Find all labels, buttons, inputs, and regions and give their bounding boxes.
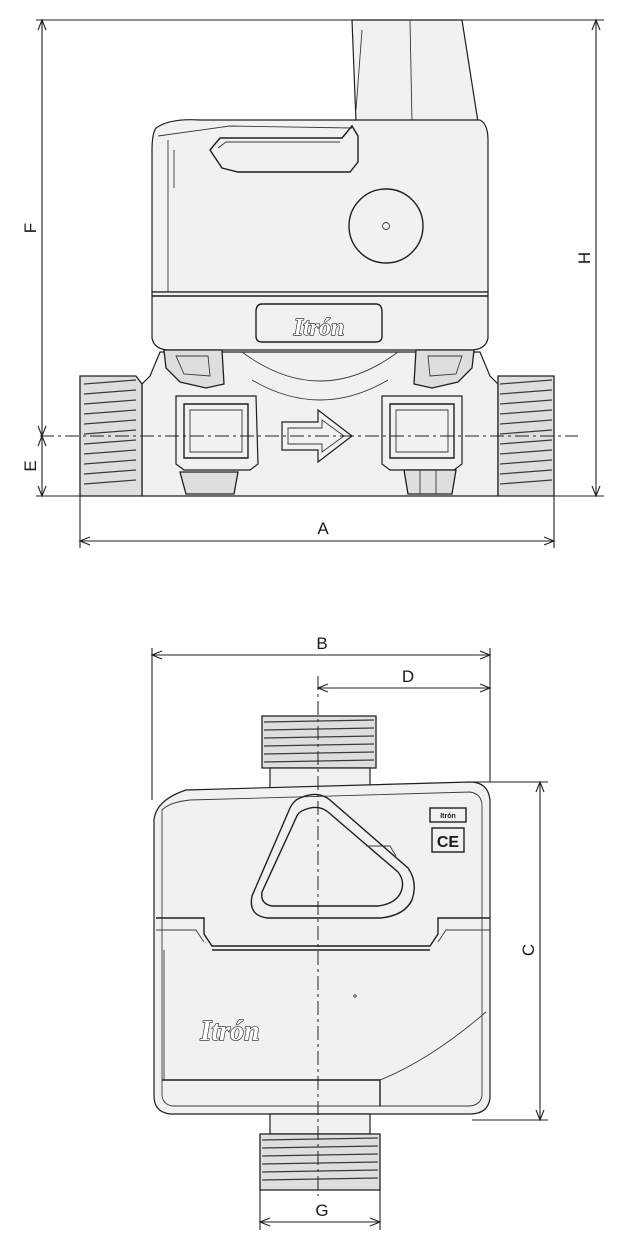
- front-dimensions: F E H A: [21, 18, 604, 548]
- dim-label-f: F: [21, 223, 40, 233]
- meter-window: [250, 793, 415, 919]
- top-logo: Itrón: [199, 1016, 259, 1047]
- dim-label-e: E: [21, 460, 40, 471]
- left-thread: [83, 379, 137, 485]
- front-logo: Itrón: [293, 315, 345, 341]
- dim-label-d: D: [402, 667, 414, 686]
- top-thread: [263, 719, 375, 763]
- bottom-thread: [261, 1137, 379, 1181]
- top-view: Itrón CE Itrón: [153, 676, 491, 1196]
- dim-label-h: H: [575, 252, 594, 264]
- dim-label-g: G: [315, 1201, 328, 1220]
- dim-label-b: B: [316, 634, 327, 653]
- dim-label-a: A: [317, 519, 329, 538]
- small-label-text: Itrón: [440, 813, 456, 820]
- front-view: Itrón: [40, 19, 578, 497]
- ce-mark: CE: [437, 834, 460, 851]
- dial-circle: [348, 188, 424, 264]
- dim-label-c: C: [519, 944, 538, 956]
- top-dimensions: B D C G: [150, 634, 548, 1230]
- right-thread: [499, 379, 553, 485]
